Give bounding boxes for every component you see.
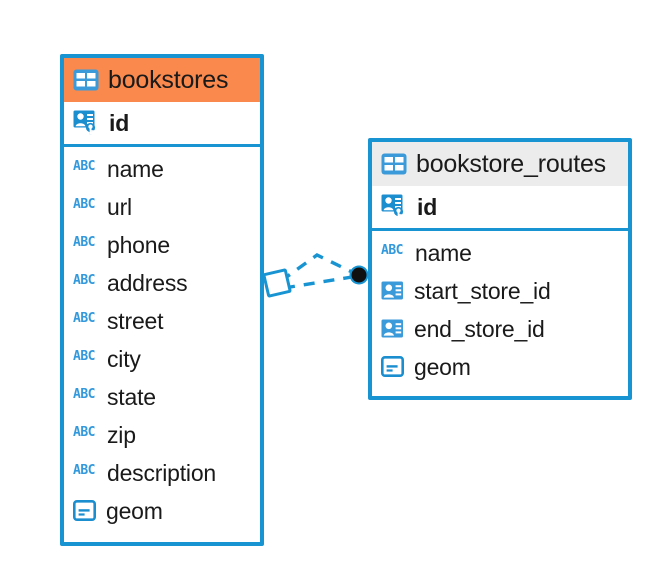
field-row-geom[interactable]: geom (64, 492, 260, 530)
text-type-icon: ABC (73, 312, 99, 330)
field-label-street: street (107, 307, 164, 334)
field-label-city: city (107, 345, 141, 372)
field-label-end-store-id: end_store_id (414, 315, 545, 342)
table-icon (73, 69, 99, 91)
text-type-icon-label: ABC (73, 197, 95, 212)
table-icon (381, 153, 407, 175)
field-label-url: url (107, 193, 132, 220)
field-row-url[interactable]: ABC url (64, 188, 260, 226)
text-type-icon: ABC (73, 464, 99, 482)
field-row-street[interactable]: ABC street (64, 302, 260, 340)
field-label-name: name (415, 239, 472, 266)
text-type-icon: ABC (73, 236, 99, 254)
text-type-icon-label: ABC (73, 311, 95, 326)
text-type-icon: ABC (73, 350, 99, 368)
field-row-name[interactable]: ABC name (64, 150, 260, 188)
entity-bookstores-title: bookstores (108, 65, 229, 94)
field-label-address: address (107, 269, 188, 296)
entity-bookstore-routes-pk-section: id (372, 186, 628, 231)
diamond-endpoint[interactable] (262, 268, 292, 298)
field-label-name: name (107, 155, 164, 182)
entity-bookstores-pk-section: id (64, 102, 260, 147)
relationship-line-upper (280, 253, 355, 283)
entity-bookstores-fields: ABC name ABC url ABC phone ABC (64, 147, 260, 533)
text-type-icon: ABC (381, 244, 407, 262)
field-row-name[interactable]: ABC name (372, 234, 628, 272)
field-row-zip[interactable]: ABC zip (64, 416, 260, 454)
field-label-zip: zip (107, 421, 136, 448)
geometry-type-icon (380, 355, 406, 378)
field-row-state[interactable]: ABC state (64, 378, 260, 416)
primary-key-icon (73, 110, 101, 136)
foreign-key-icon (381, 318, 406, 341)
field-label-state: state (107, 383, 156, 410)
text-type-icon-label: ABC (73, 349, 95, 364)
field-row-end-store-id[interactable]: end_store_id (372, 310, 628, 348)
primary-key-icon (381, 194, 409, 220)
field-label-phone: phone (107, 231, 170, 258)
text-type-icon-label: ABC (73, 273, 95, 288)
field-label-start-store-id: start_store_id (414, 277, 551, 304)
field-row-city[interactable]: ABC city (64, 340, 260, 378)
field-row-geom[interactable]: geom (372, 348, 628, 386)
text-type-icon-label: ABC (381, 243, 403, 258)
field-row-phone[interactable]: ABC phone (64, 226, 260, 264)
entity-bookstore-routes-header[interactable]: bookstore_routes (372, 142, 628, 186)
field-row-id[interactable]: id (372, 186, 628, 228)
text-type-icon-label: ABC (73, 159, 95, 174)
field-label-id: id (417, 193, 438, 220)
relationship-line-lower (283, 275, 353, 290)
field-row-address[interactable]: ABC address (64, 264, 260, 302)
field-label-geom: geom (106, 497, 163, 524)
text-type-icon-label: ABC (73, 235, 95, 250)
foreign-key-icon (381, 280, 406, 303)
text-type-icon: ABC (73, 388, 99, 406)
entity-bookstore-routes-title: bookstore_routes (416, 149, 606, 178)
field-label-geom: geom (414, 353, 471, 380)
entity-bookstore-routes[interactable]: bookstore_routes (368, 138, 632, 400)
text-type-icon-label: ABC (73, 425, 95, 440)
field-row-description[interactable]: ABC description (64, 454, 260, 492)
text-type-icon: ABC (73, 426, 99, 444)
entity-bookstores[interactable]: bookstores (60, 54, 264, 546)
field-row-start-store-id[interactable]: start_store_id (372, 272, 628, 310)
field-row-id[interactable]: id (64, 102, 260, 144)
text-type-icon: ABC (73, 274, 99, 292)
text-type-icon-label: ABC (73, 463, 95, 478)
filled-dot-endpoint[interactable] (349, 265, 369, 285)
text-type-icon: ABC (73, 160, 99, 178)
text-type-icon: ABC (73, 198, 99, 216)
entity-bookstores-header[interactable]: bookstores (64, 58, 260, 102)
field-label-description: description (107, 459, 217, 486)
geometry-type-icon (72, 499, 98, 522)
entity-bookstore-routes-fields: ABC name start_store_id (372, 231, 628, 389)
text-type-icon-label: ABC (73, 387, 95, 402)
field-label-id: id (109, 109, 130, 136)
